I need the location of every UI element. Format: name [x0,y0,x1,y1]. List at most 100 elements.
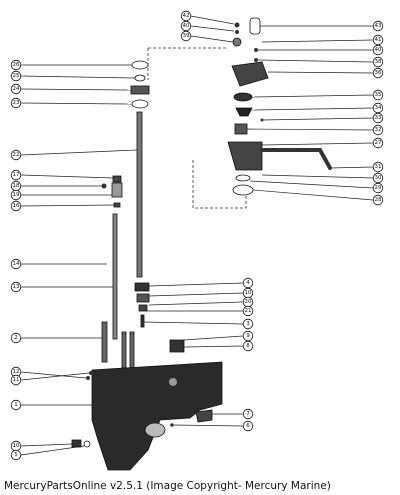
callout-number: 42 [183,13,190,19]
callout-circle [10,189,22,201]
callout-41: 41 [372,34,384,46]
callout-circle [372,89,384,101]
callout-17: 17 [10,169,22,181]
callout-circle [10,374,22,386]
callout-circle [10,59,22,71]
callout-circle [10,449,22,461]
callout-circle [10,281,22,293]
callout-31: 31 [372,161,384,173]
callout-circle [372,182,384,194]
callout-number: 27 [375,140,382,146]
leader-line [173,424,244,427]
leader-line [148,292,244,297]
callout-circle [10,97,22,109]
callout-number: 3 [246,321,250,327]
callout-number: 33 [375,115,382,121]
leader-line [20,372,90,381]
callout-3: 3 [242,318,254,330]
callout-20: 20 [242,296,254,308]
callout-10: 10 [10,440,22,452]
leader-line [257,59,374,63]
callout-39: 39 [180,30,192,42]
callout-9: 9 [242,330,254,342]
callout-number: 9 [246,333,250,339]
callout-number: 22 [13,152,20,158]
leader-line [251,107,374,111]
callout-number: 23 [13,100,20,106]
callout-circle [372,67,384,79]
callout-number: 14 [13,261,20,267]
callout-number: 8 [246,343,250,349]
callout-22: 22 [10,149,22,161]
callout-19: 19 [10,189,22,201]
callout-circle [180,30,192,42]
leader-line [251,94,374,98]
leader-line [190,25,235,32]
callout-circle [372,112,384,124]
leader-line [261,117,374,121]
callout-circle [242,305,254,317]
callout-8: 8 [242,340,254,352]
leader-line [20,443,73,447]
callout-circle [372,161,384,173]
callout-43: 43 [372,20,384,32]
callout-circle [242,318,254,330]
callout-38: 38 [372,56,384,68]
leader-line [267,71,374,74]
leader-line [329,166,374,169]
dashed-group-frame [147,47,247,209]
callout-6: 6 [242,420,254,432]
callout-42: 42 [180,10,192,22]
callout-27: 27 [372,137,384,149]
callout-number: 41 [375,37,382,43]
leader-line [261,39,374,43]
leader-line [190,35,234,43]
leader-line [20,75,136,79]
leader-line [20,88,132,91]
callout-16: 16 [10,200,22,212]
callout-number: 25 [13,73,20,79]
callout-number: 30 [375,175,382,181]
callout-circle [10,70,22,82]
callout-26: 26 [10,59,22,71]
callout-4: 4 [242,277,254,289]
callout-18: 18 [10,180,22,192]
callout-24: 24 [10,83,22,95]
leader-line [148,301,244,306]
leader-line [20,149,138,156]
leader-line [183,345,244,348]
callout-circle [372,124,384,136]
callout-circle [372,137,384,149]
callout-number: 12 [13,369,20,375]
callout-23: 23 [10,97,22,109]
callout-circle [242,408,254,420]
leader-line [148,282,244,287]
water-pump-assembly [227,17,332,196]
callout-circle [10,332,22,344]
callout-1: 1 [10,399,22,411]
callout-circle [372,20,384,32]
callout-number: 39 [183,33,190,39]
leader-line [143,321,244,325]
gear-housing [71,361,223,471]
callout-number: 20 [245,299,252,305]
callout-number: 1 [14,402,18,408]
callout-40: 40 [372,44,384,56]
callout-circle [372,44,384,56]
callout-35: 35 [372,89,384,101]
exploded-parts-diagram: 2625242322171819161413212111105424039434… [10,10,384,471]
callout-number: 21 [245,308,252,314]
callout-40: 40 [180,20,192,32]
leader-line [190,15,235,25]
callout-number: 11 [13,377,20,383]
callout-number: 5 [14,452,18,458]
callout-number: 19 [13,192,20,198]
callout-circle [10,200,22,212]
callout-circle [10,149,22,161]
callout-number: 40 [183,23,190,29]
leader-line [252,189,374,201]
callout-21: 21 [242,305,254,317]
leader-line [20,371,87,379]
callout-circle [372,194,384,206]
